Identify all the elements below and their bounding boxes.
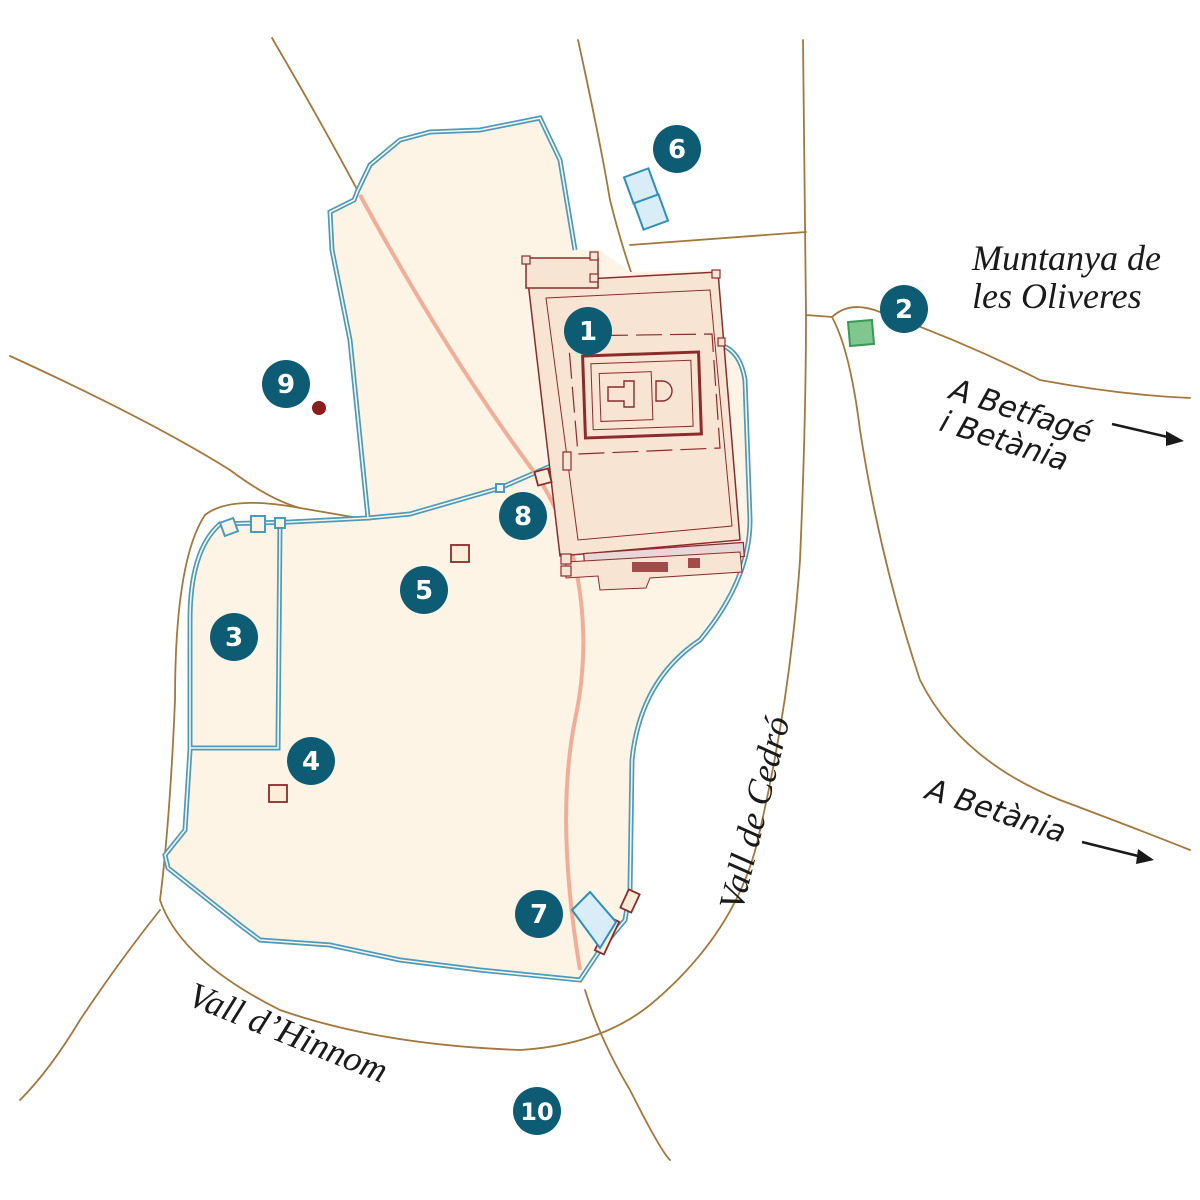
label-mount-of-olives-1: Muntanya de (971, 238, 1161, 278)
road-to-bethany (831, 316, 1191, 851)
label-kidron-valley: Vall de Cedró (711, 712, 798, 914)
south-gate-hatch (632, 562, 668, 572)
svg-text:1: 1 (579, 317, 597, 347)
svg-text:2: 2 (895, 295, 913, 325)
site-marker-4 (268, 784, 288, 803)
sanctuary-outer (581, 350, 703, 440)
marker-8[interactable]: 8 (499, 492, 547, 540)
svg-text:9: 9 (277, 370, 295, 400)
pool-bethesda-south (632, 193, 670, 231)
south-gate-hatch-2 (688, 558, 700, 568)
road-south (584, 989, 671, 1161)
road-north-left (577, 39, 633, 276)
tower-3 (274, 517, 286, 529)
svg-text:5: 5 (415, 576, 433, 606)
sanctuary-inner (590, 359, 694, 431)
temple-corner-towers (521, 251, 726, 577)
road-olives-junction (805, 306, 1191, 399)
marker-10[interactable]: 10 (513, 1087, 561, 1135)
towers (218, 483, 505, 538)
road-connector-north (629, 231, 807, 246)
pool-siloam (570, 890, 618, 950)
marker-5[interactable]: 5 (400, 566, 448, 614)
arrows (1081, 422, 1184, 864)
gethsemane-garden (846, 318, 876, 348)
site-marker-8 (533, 467, 553, 487)
pools (570, 167, 670, 950)
court-women (598, 371, 654, 422)
roads (9, 37, 1191, 1161)
antonia-fortress (525, 257, 599, 289)
arrow-bethphage-line (1111, 422, 1173, 440)
marker-6[interactable]: 6 (653, 125, 701, 173)
holy-house (607, 380, 635, 408)
tower-4 (495, 483, 505, 493)
svg-text:8: 8 (514, 502, 532, 532)
tower-1 (218, 516, 240, 538)
temple-esplanade (527, 271, 741, 557)
marker-7[interactable]: 7 (515, 890, 563, 938)
svg-text:4: 4 (302, 747, 320, 777)
label-to-bethany: A Betània (920, 772, 1071, 851)
marker-1[interactable]: 1 (564, 307, 612, 355)
svg-text:3: 3 (225, 623, 243, 653)
svg-text:10: 10 (520, 1098, 553, 1126)
marker-9[interactable]: 9 (262, 360, 310, 408)
arrow-bethphage-head (1166, 431, 1184, 446)
site-marker-7b (619, 888, 641, 914)
arrow-bethany-line (1081, 840, 1143, 859)
numbered-markers: 1 2 3 4 5 6 7 8 9 10 (210, 125, 928, 1135)
svg-text:6: 6 (668, 135, 686, 165)
tower-2 (250, 515, 266, 533)
golgotha-point (312, 401, 326, 415)
court-of-gentiles-inner (567, 333, 721, 455)
arrow-bethany-head (1136, 849, 1154, 864)
city-walls-inner-line (164, 117, 751, 981)
svg-text:7: 7 (530, 900, 548, 930)
marker-3[interactable]: 3 (210, 613, 258, 661)
road-hinnom-curve (159, 314, 807, 1051)
altar-semicircle (655, 380, 673, 402)
marker-2[interactable]: 2 (880, 285, 928, 333)
label-mount-of-olives-2: les Oliveres (972, 276, 1142, 316)
road-west (9, 355, 371, 521)
road-southwest (19, 909, 161, 1101)
main-street (358, 194, 586, 971)
road-northwest (271, 37, 361, 196)
road-north-right (802, 39, 807, 316)
marker-4[interactable]: 4 (287, 737, 335, 785)
site-marker-5 (450, 544, 470, 563)
